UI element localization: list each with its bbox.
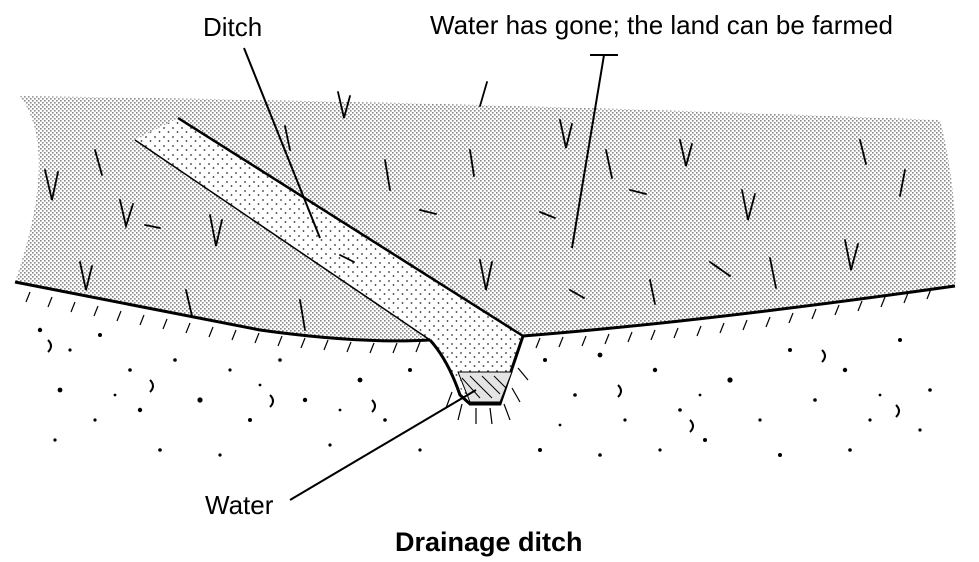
- water-label: Water: [205, 490, 273, 521]
- figure-caption: Drainage ditch: [395, 527, 583, 558]
- water-leader-line: [290, 390, 476, 500]
- ditch-label: Ditch: [203, 12, 262, 43]
- farmland-label: Water has gone; the land can be farmed: [430, 10, 893, 41]
